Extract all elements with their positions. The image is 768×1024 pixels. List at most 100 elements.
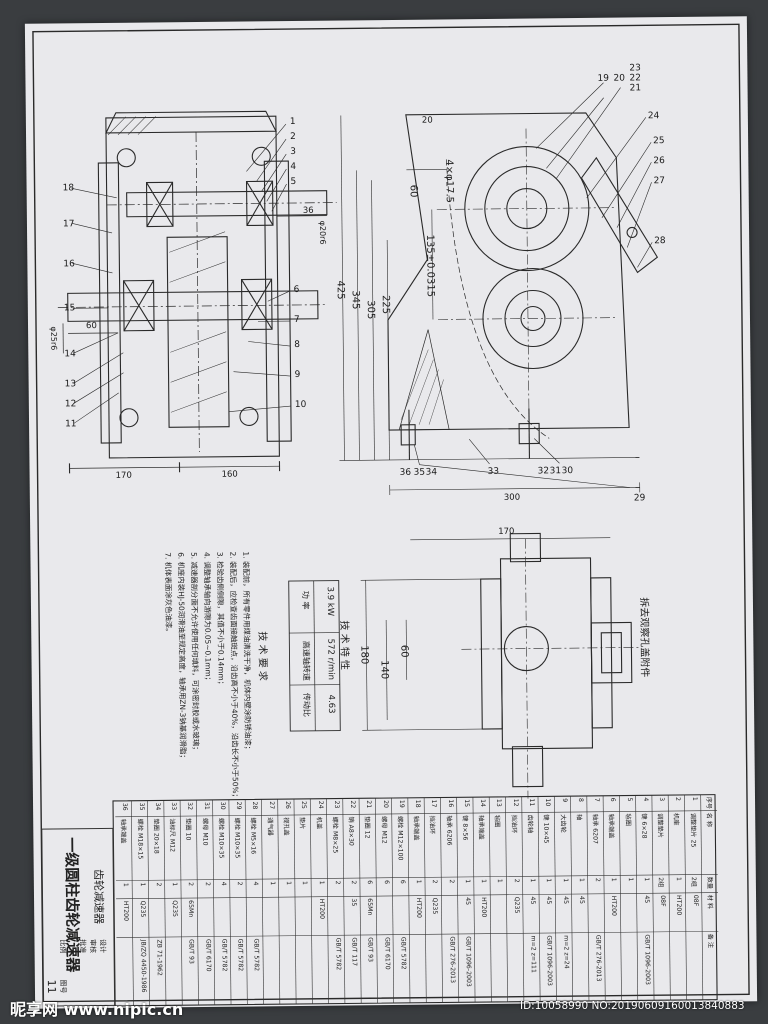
bom-cell: 1: [170, 881, 178, 886]
part-number: 8: [294, 339, 301, 351]
drawing-subtitle: 齿轮减速器: [91, 869, 106, 925]
bom-row-divider: [326, 798, 329, 1004]
bom-header-cell: 数量: [705, 876, 713, 889]
bom-cell: 7: [593, 797, 601, 802]
bom-cell: 螺母 M12: [379, 815, 388, 844]
bom-cell: 6: [398, 879, 406, 884]
part-number: 5: [290, 176, 297, 188]
bom-cell: 螺栓 M10×35: [217, 817, 225, 859]
bom-cell: 45: [529, 896, 537, 905]
part-number: 25: [653, 136, 665, 147]
bom-cell: 34: [153, 802, 161, 811]
dimension-label: 225: [379, 294, 391, 315]
bom-cell: 毡圈: [623, 813, 631, 826]
bom-cell: 2: [593, 877, 601, 882]
bom-row-divider: [505, 796, 508, 1002]
bom-row-divider: [521, 796, 525, 1002]
bom-cell: GB/T 1096-2003: [545, 934, 554, 986]
part-number: 15: [63, 303, 76, 314]
bom-cell: 垫片: [298, 816, 306, 830]
tech-req-item: 6. 机座内装HJ-50润滑油至规定高度，轴承用ZN-3钠基润滑脂；: [176, 552, 188, 762]
bom-cell: 1: [268, 880, 276, 885]
bom-row-divider: [635, 795, 639, 1001]
bom-cell: GB/T 93: [187, 938, 196, 964]
bom-cell: 24: [316, 800, 324, 809]
bom-cell: 螺栓 M5×16: [249, 817, 257, 855]
bom-cell: GB/T 276-2013: [594, 934, 603, 982]
part-number: 33: [487, 466, 500, 477]
bom-cell: 35: [350, 898, 358, 907]
tech-param-value: 3.9 kW: [324, 586, 336, 617]
part-number: 2: [290, 131, 296, 143]
bom-cell: GB/T 276-2013: [448, 936, 456, 983]
bom-row-divider: [553, 796, 557, 1002]
tech-param-header: 传动比: [301, 692, 312, 717]
bom-cell: Q235: [171, 900, 179, 917]
dimension-label: 60: [407, 184, 419, 198]
part-number: 19: [597, 73, 609, 84]
bom-cell: 45: [577, 895, 585, 904]
bom-row-divider: [179, 800, 183, 1006]
bom-row-divider: [375, 798, 378, 1004]
bom-cell: 2组: [689, 876, 697, 887]
bom-cell: 垫圈 10: [184, 818, 192, 841]
dimension-label: 4×φ17.5: [443, 159, 455, 204]
bom-cell: 1: [545, 878, 553, 883]
bom-cell: 键 6×28: [640, 813, 648, 839]
bom-row-divider: [423, 797, 427, 1003]
bom-cell: 螺栓 M18×15: [135, 818, 144, 860]
tech-param-value: 4.63: [325, 694, 337, 714]
bom-row-divider: [700, 794, 704, 1000]
bom-row-divider: [163, 800, 167, 1006]
bom-cell: 键 8×56: [461, 815, 469, 841]
bom-row-divider: [570, 796, 573, 1002]
bom-cell: 23: [332, 800, 340, 809]
bom-cell: 12: [511, 798, 519, 807]
part-number: 13: [64, 379, 77, 390]
bom-cell: GB/T 93: [366, 936, 375, 962]
bom-cell: 1: [301, 880, 309, 885]
dimension-label: 170: [498, 526, 515, 537]
bom-cell: 21: [365, 800, 373, 809]
bom-cell: 调整垫片: [656, 813, 664, 838]
tech-param-header: 高速轴转速: [301, 640, 311, 681]
bom-cell: GB/T 117: [350, 937, 358, 966]
bom-cell: Q235: [512, 896, 520, 914]
bom-row-divider: [147, 800, 150, 1006]
bom-cell: 2: [203, 881, 211, 886]
bom-cell: GB/T 5782: [220, 938, 228, 972]
part-number: 12: [64, 399, 77, 410]
check-label: 审核: [88, 939, 97, 954]
part-number: 1: [289, 116, 296, 128]
part-number: 30: [561, 466, 574, 477]
bom-cell: 4: [219, 881, 227, 886]
dimension-label: 160: [221, 469, 238, 480]
tech-req-item: 2. 装配后，应检查齿面接触斑点，沿齿高不小于40%，沿齿长不小于50%；: [228, 551, 241, 801]
part-number: 31: [549, 466, 562, 477]
bom-cell: 29: [235, 801, 243, 810]
watermark-id: ID:10058990 NO:20190609160013840883: [520, 1000, 745, 1012]
bom-cell: 27: [267, 801, 275, 810]
tech-req-item: 5. 减速器剖分面不允许使用任何填料，可涂密封胶或水玻璃；: [189, 552, 201, 754]
bom-cell: 1: [577, 877, 585, 882]
bom-cell: 螺栓 M8×25: [330, 816, 339, 854]
dimension-label: 305: [364, 300, 376, 320]
bom-cell: 3: [658, 797, 666, 802]
bom-cell: 轴承 6206: [444, 815, 453, 846]
part-number: 21: [629, 83, 642, 94]
bom-cell: 大齿轮: [558, 814, 566, 833]
bom-cell: 1: [480, 878, 488, 883]
bom-row-divider: [277, 799, 281, 1005]
bom-cell: 26: [283, 801, 292, 810]
bom-field-divider: [115, 874, 718, 881]
dimension-label: 36: [302, 205, 314, 216]
bom-cell: 调整垫片 25: [688, 812, 697, 848]
bom-cell: GB/T 1096-2003: [643, 933, 651, 985]
bom-cell: 1: [122, 882, 130, 887]
bom-cell: 齿轮轴: [526, 814, 534, 834]
bom-cell: 1: [690, 796, 698, 801]
bom-row-divider: [488, 796, 492, 1002]
bom-cell: 通气器: [265, 817, 274, 836]
tech-params-title: 技 术 特 性: [338, 620, 350, 671]
dimension-label: 345: [349, 290, 361, 310]
